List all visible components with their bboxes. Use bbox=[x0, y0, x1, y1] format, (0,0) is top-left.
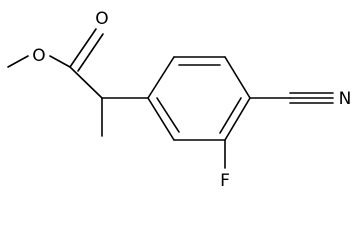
bond-carbonyl-double-1 bbox=[69, 28, 97, 68]
atom-fluorine: F bbox=[220, 171, 230, 191]
atom-nitrile-nitrogen: N bbox=[339, 89, 352, 109]
structure-canvas: O O N F bbox=[7, 9, 352, 191]
atom-ester-oxygen: O bbox=[32, 46, 45, 66]
bond-carbonyl-double-2 bbox=[77, 33, 104, 72]
bond-ester-o-carbonyl-c bbox=[49, 55, 71, 68]
benzene-ring bbox=[147, 56, 251, 141]
bond-carbonyl-alpha bbox=[69, 66, 103, 99]
atom-carbonyl-oxygen: O bbox=[95, 9, 108, 29]
bond-methyl-ester-o bbox=[7, 55, 29, 68]
molecule-drawing: O O N F bbox=[7, 9, 352, 191]
